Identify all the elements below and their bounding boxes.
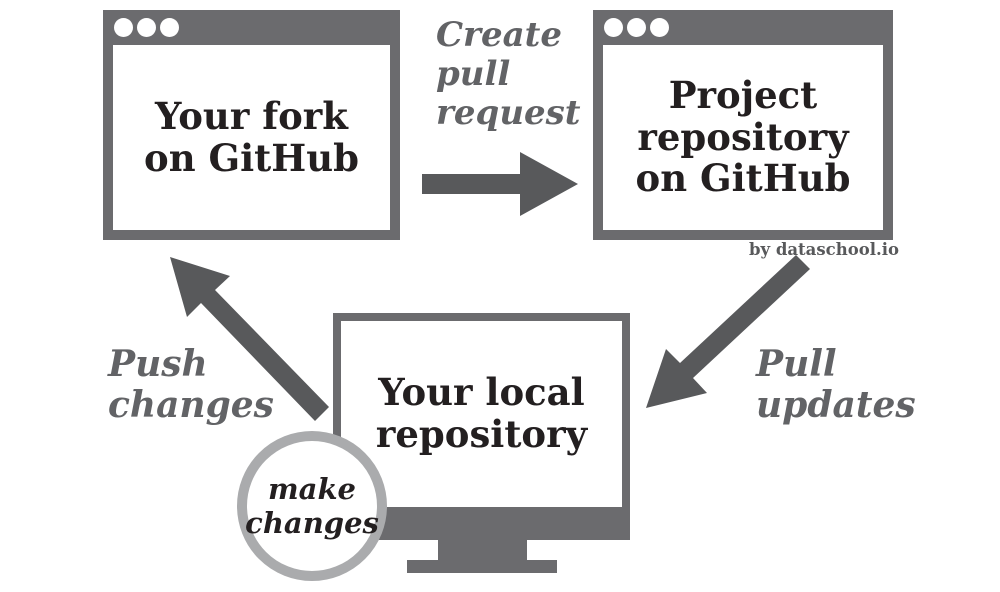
credit-text: by dataschool.io <box>748 240 899 259</box>
window-dot-icon <box>650 18 669 37</box>
monitor-screen: Your local repository <box>341 321 622 507</box>
monitor-stand-base <box>407 560 557 573</box>
create-pull-request-label: Create pull request <box>436 15 581 133</box>
local-repository-monitor: Your local repository <box>333 313 630 540</box>
project-window: Project repository on GitHub <box>593 10 893 240</box>
window-dot-icon <box>627 18 646 37</box>
make-changes-badge: make changes <box>237 431 387 581</box>
push-changes-label: Push changes <box>108 343 274 426</box>
window-dot-icon <box>160 18 179 37</box>
make-changes-label: make changes <box>245 472 379 540</box>
fork-window: Your fork on GitHub <box>103 10 400 240</box>
push-changes-arrow <box>170 257 329 421</box>
monitor-stand-neck <box>438 540 527 560</box>
fork-window-body: Your fork on GitHub <box>113 45 390 230</box>
project-window-titlebar <box>593 10 893 45</box>
window-dot-icon <box>114 18 133 37</box>
project-window-label: Project repository on GitHub <box>635 72 851 201</box>
project-window-body: Project repository on GitHub <box>603 45 883 230</box>
pull-updates-arrow <box>646 255 810 408</box>
fork-window-label: Your fork on GitHub <box>144 93 359 180</box>
pull-updates-label: Pull updates <box>756 343 916 426</box>
local-repository-label: Your local repository <box>375 370 588 456</box>
create-pull-request-arrow <box>422 152 578 216</box>
fork-window-titlebar <box>103 10 400 45</box>
window-dot-icon <box>604 18 623 37</box>
window-dot-icon <box>137 18 156 37</box>
